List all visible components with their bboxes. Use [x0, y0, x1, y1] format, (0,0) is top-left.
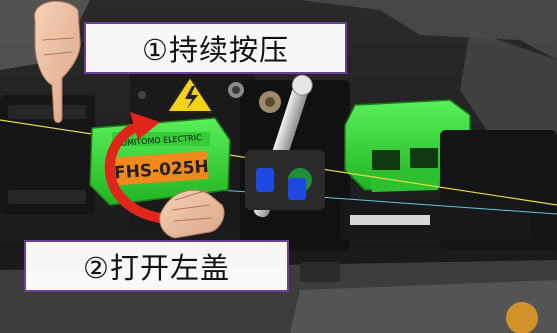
step-1-callout: ①持续按压 [84, 22, 347, 74]
step-2-callout: ②打开左盖 [24, 240, 289, 292]
rotate-arrow-icon [104, 112, 165, 223]
step-1-label: ①持续按压 [142, 33, 289, 67]
high-voltage-warning-icon [165, 75, 215, 113]
pointing-hand-icon [34, 0, 81, 123]
opening-hand-icon [159, 189, 225, 239]
step-2-label: ②打开左盖 [83, 251, 230, 285]
